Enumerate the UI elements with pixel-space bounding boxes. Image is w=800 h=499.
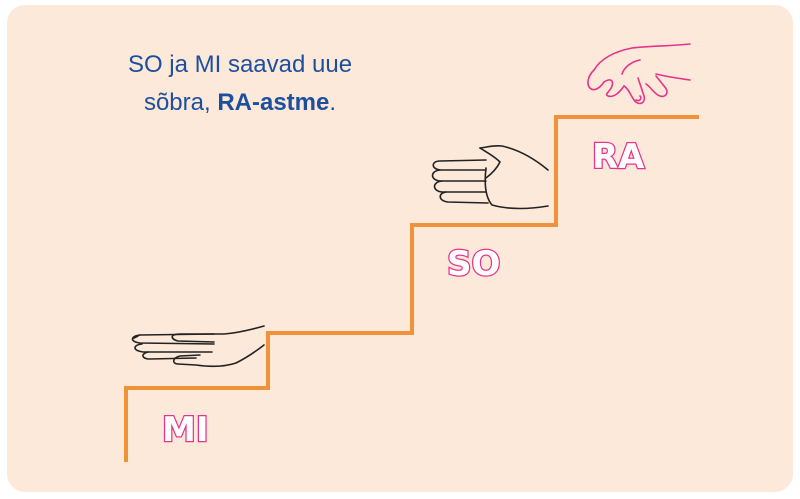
card-background <box>7 5 793 492</box>
mi-hand-icon <box>131 325 265 368</box>
staircase-line <box>124 115 699 462</box>
step-label-ra: RA <box>592 137 645 177</box>
ra-hand-icon <box>587 43 691 105</box>
caption-line-2: sõbra, RA-astme. <box>70 84 410 122</box>
caption-line-2-prefix: sõbra, <box>143 89 218 116</box>
caption-line-2-bold: RA-astme <box>217 89 330 116</box>
caption-line-1: SO ja MI saavad uue <box>127 51 353 78</box>
step-label-so: SO <box>447 244 500 284</box>
so-hand-icon <box>431 144 549 210</box>
caption-line-2-suffix: . <box>329 89 337 116</box>
caption-text: SO ja MI saavad uue sõbra, RA-astme. <box>70 46 410 122</box>
step-label-mi: MI <box>162 410 208 450</box>
